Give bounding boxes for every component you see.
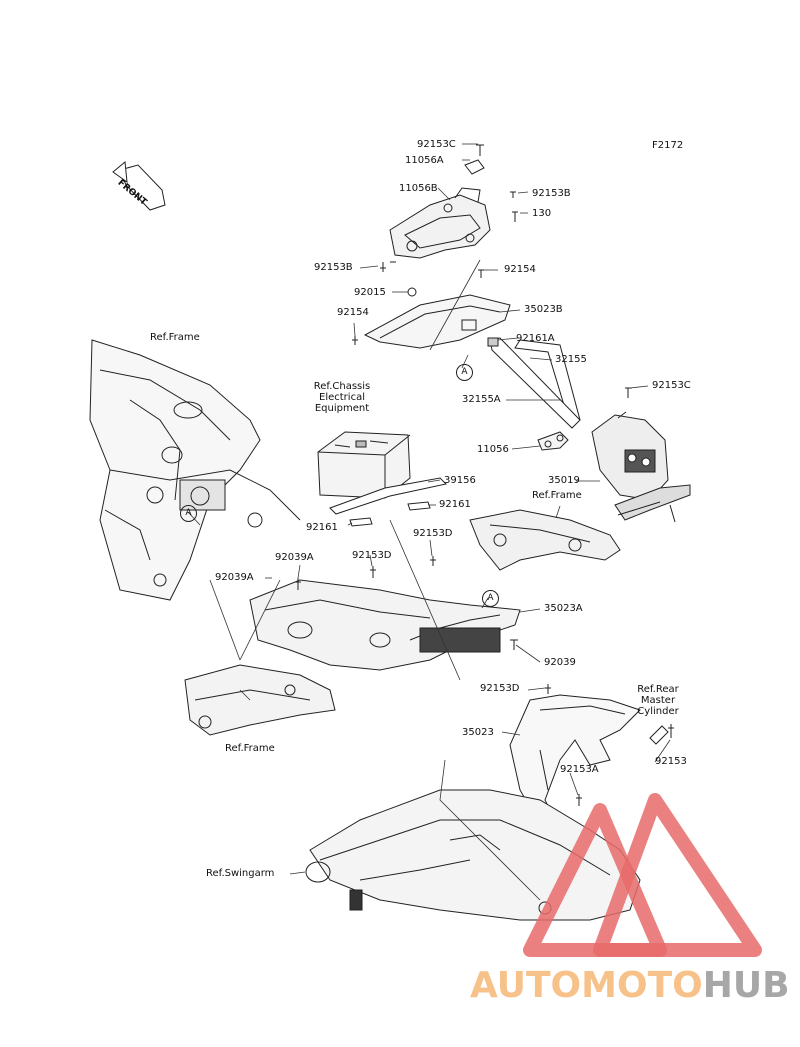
part-label: 11056B: [399, 183, 438, 194]
ref-frame-bottom-label: Ref.Frame: [225, 743, 275, 754]
part-label: 92039: [544, 657, 576, 668]
part-label: 92153D: [352, 550, 392, 561]
part-label: 11056A: [405, 155, 444, 166]
callout-a-marker: A: [482, 590, 499, 607]
ref-rear-master-line: Master: [640, 695, 676, 706]
part-label: 92153C: [652, 380, 691, 391]
part-label: 92154: [504, 264, 536, 275]
ref-frame-right-label: Ref.Frame: [532, 490, 582, 501]
part-label: 35023A: [544, 603, 583, 614]
part-label: 92154: [337, 307, 369, 318]
part-label: 35023: [462, 727, 494, 738]
part-label: 35019: [548, 475, 580, 486]
watermark-word-2: HUB: [702, 965, 790, 1006]
part-label: 92153B: [314, 262, 353, 273]
taillight-35019-part: [591, 387, 691, 523]
ref-chassis-line: Equipment: [314, 403, 370, 414]
watermark-word-1: AUTOMOTO: [470, 965, 703, 1006]
part-label: 130: [532, 208, 552, 219]
part-label: 92153A: [560, 764, 599, 775]
part-label: 39156: [444, 475, 476, 486]
ref-rear-master-line: Ref.Rear: [637, 684, 679, 695]
ref-chassis-label: Ref.Chassis Electrical Equipment: [296, 381, 388, 414]
swingarm-part: [305, 789, 641, 921]
leader-lines: [187, 143, 671, 901]
part-label: 92153B: [532, 188, 571, 199]
ref-rear-master-label: Ref.Rear Master Cylinder: [612, 684, 704, 717]
part-label: 92153D: [413, 528, 453, 539]
top-bracket-part: [380, 144, 518, 272]
watermark-text: AUTOMOTOHUB: [470, 965, 790, 1006]
part-label: 35023B: [524, 304, 563, 315]
part-label: 92153C: [417, 139, 456, 150]
ref-rear-master-line: Cylinder: [637, 706, 679, 717]
frame-right-part: [469, 509, 621, 571]
watermark-logo-icon: [523, 793, 762, 957]
part-label: 92153: [655, 756, 687, 767]
part-label: 92153D: [480, 683, 520, 694]
part-label: 92015: [354, 287, 386, 298]
callout-a-marker: A: [456, 364, 473, 381]
battery-part: [317, 431, 411, 499]
ref-swingarm-label: Ref.Swingarm: [206, 868, 275, 879]
part-label: 32155A: [462, 394, 501, 405]
part-label: 92161: [439, 499, 471, 510]
part-label: 32155: [555, 354, 587, 365]
figure-code: F2172: [652, 140, 684, 151]
part-label: 92039A: [275, 552, 314, 563]
strap-39156-part: [329, 477, 448, 527]
front-arrow-icon: [112, 161, 166, 211]
frame-left-part: [89, 339, 301, 601]
frame-bottom-part: [184, 664, 336, 736]
rod-32155-part: [487, 337, 581, 429]
ref-chassis-line: Ref.Chassis: [313, 381, 371, 392]
ref-chassis-line: Electrical: [319, 392, 365, 403]
part-label: 92161A: [516, 333, 555, 344]
part-label: 92161: [306, 522, 338, 533]
part-label: 11056: [477, 444, 509, 455]
watermark-logo-triangle-right: [593, 793, 762, 957]
bracket-11056-part: [537, 431, 569, 451]
tray-35023b-part: [352, 269, 511, 349]
undertray-35023a-part: [249, 556, 521, 671]
part-label-text: 92153D: [352, 550, 392, 561]
ref-frame-top-label: Ref.Frame: [150, 332, 200, 343]
callout-a-marker: A: [180, 505, 197, 522]
part-label: 92039A: [215, 572, 254, 583]
